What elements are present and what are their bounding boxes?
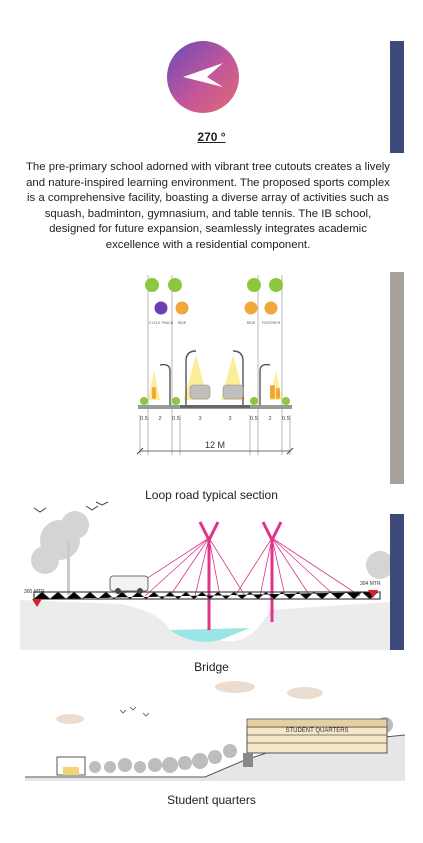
segment-4: 3 [228, 416, 231, 422]
bridge-right-level: 304 MTR [360, 581, 381, 587]
icon-label-ride-1: RIDE [178, 321, 187, 325]
activity-icons [154, 301, 278, 315]
segment-0: 0.5 [140, 416, 148, 422]
building-label: STUDENT QUARTERS [285, 728, 348, 734]
accent-bar-middle [390, 272, 404, 484]
icon-label-ride-2: RIDE [247, 321, 256, 325]
orientation-compass-icon [167, 41, 239, 113]
segment-7: 0.5 [282, 416, 290, 422]
road-section-svg: CYCLE TRACK RIDE RIDE FOOTPATH [136, 275, 294, 455]
segment-6: 2 [268, 416, 271, 422]
segment-3: 3 [198, 416, 201, 422]
green-tree-icons [145, 278, 283, 292]
bridge-elevation-drawing: 300 MTR 304 MTR [20, 500, 394, 650]
accent-bar-bottom [390, 514, 404, 650]
segment-5: 0.5 [250, 416, 258, 422]
segment-2: 0.5 [172, 416, 180, 422]
road-section-caption: Loop road typical section [145, 488, 278, 502]
bridge-caption: Bridge [194, 660, 229, 674]
description-paragraph: The pre-primary school adorned with vibr… [25, 161, 391, 251]
icon-label-footpath: FOOTPATH [262, 321, 281, 325]
icon-label-cycle: CYCLE TRACK [149, 321, 174, 325]
bridge-svg: 300 MTR 304 MTR [20, 501, 394, 650]
loop-road-section-drawing: CYCLE TRACK RIDE RIDE FOOTPATH [130, 275, 300, 465]
road-total-width: 12 M [205, 440, 225, 450]
bridge-left-level: 300 MTR [24, 589, 45, 595]
accent-bar-top [390, 41, 404, 153]
orientation-degree: 270 ° [197, 130, 226, 144]
student-quarters-svg: STUDENT QUARTERS [25, 681, 406, 781]
segment-1: 2 [158, 416, 161, 422]
student-quarters-caption: Student quarters [167, 793, 256, 807]
student-quarters-section-drawing: STUDENT QUARTERS [25, 675, 406, 785]
